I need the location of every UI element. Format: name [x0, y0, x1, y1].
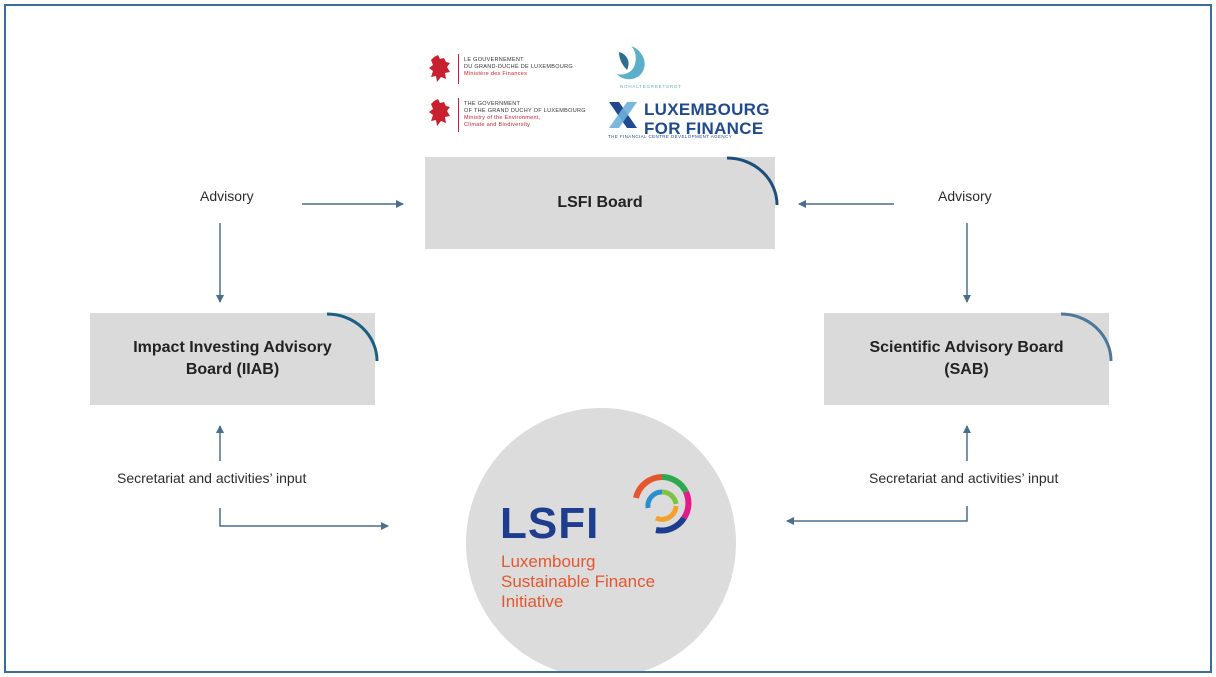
lsfi-full-name: Luxembourg Sustainable Finance Initiativ…	[501, 552, 656, 611]
logo-divider	[458, 98, 459, 132]
right-secretariat-label: Secretariat and activities’ input	[869, 470, 1059, 486]
gov-environment-text: THE GOVERNMENT OF THE GRAND DUCHY OF LUX…	[464, 101, 586, 128]
sab-corner-arc	[1060, 312, 1113, 362]
diagram-frame: LE GOUVERNEMENT DU GRAND-DUCHÉ DE LUXEMB…	[4, 4, 1212, 673]
left-advisory-label: Advisory	[200, 188, 254, 204]
iiab-corner-arc	[326, 312, 379, 362]
lff-x-icon	[609, 102, 637, 128]
arrow-secretariat-to-lsfi-right	[786, 506, 968, 525]
sab-box: Scientific Advisory Board (SAB)	[824, 313, 1109, 405]
left-secretariat-label: Secretariat and activities’ input	[117, 470, 307, 486]
lsfi-circle	[466, 408, 736, 671]
iiab-box: Impact Investing Advisory Board (IIAB)	[90, 313, 375, 405]
lff-title: LUXEMBOURG FOR FINANCE	[644, 100, 770, 138]
luxembourg-lion-icon	[429, 55, 450, 82]
luxembourg-lion-icon	[429, 99, 450, 126]
logo-divider	[458, 54, 459, 84]
lsfi-acronym: LSFI	[500, 499, 600, 548]
partner-swirl-logo	[617, 46, 645, 80]
lff-tagline: THE FINANCIAL CENTRE DEVELOPMENT AGENCY	[608, 134, 733, 139]
lsfi-ring-logo-icon	[633, 474, 692, 534]
gov-finance-text: LE GOUVERNEMENT DU GRAND-DUCHÉ DE LUXEMB…	[464, 57, 573, 77]
board-corner-arc	[726, 156, 779, 206]
lsfi-board-box: LSFI Board	[425, 157, 775, 249]
arrow-secretariat-to-lsfi-left	[219, 508, 389, 530]
partner-org-caption: NOHALTEGREETSROT	[620, 84, 682, 89]
connector-arrows	[216, 200, 971, 530]
right-advisory-label: Advisory	[938, 188, 992, 204]
